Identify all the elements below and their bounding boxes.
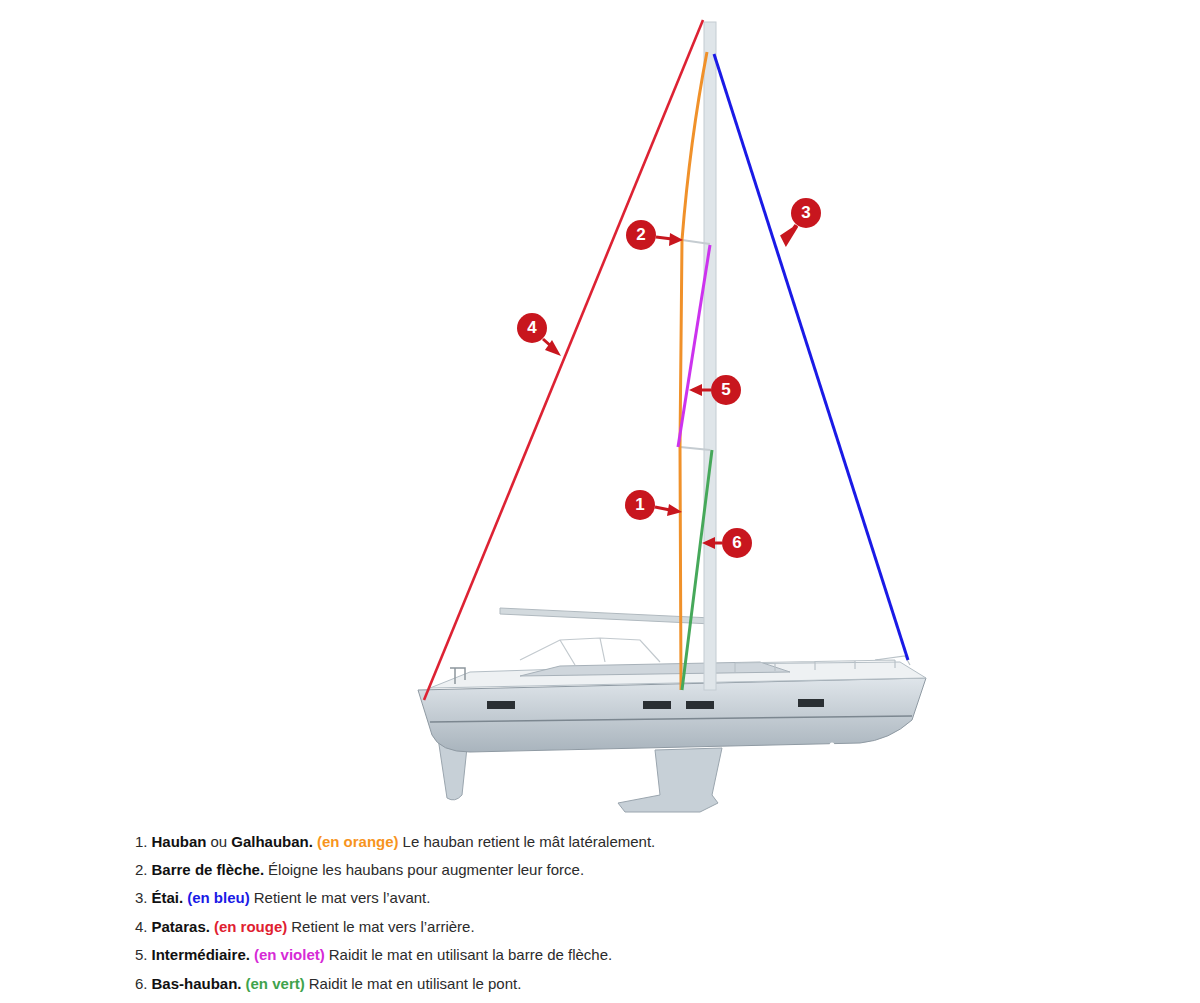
spreader (680, 447, 710, 450)
hull-window (798, 699, 824, 707)
hull (418, 678, 926, 752)
list-number: 4. (135, 918, 148, 935)
hull-window (643, 701, 671, 709)
forestay-line (714, 54, 908, 660)
part-name: Étai. (152, 889, 184, 906)
color-note: (en violet) (254, 946, 325, 963)
hull-light (830, 743, 835, 748)
list-item: 4.Pataras.(en rouge)Retient le mat vers … (135, 918, 479, 935)
callout-number: 2 (626, 220, 656, 250)
color-note: (en rouge) (214, 918, 287, 935)
keel (618, 748, 722, 812)
bimini-frame (520, 638, 660, 665)
list-number: 1. (135, 833, 148, 850)
list-number: 5. (135, 946, 148, 963)
mast (704, 22, 716, 690)
deck (430, 662, 926, 688)
guardrail (735, 656, 910, 672)
description: Le hauban retient le mât latéralement. (403, 833, 656, 850)
callout-number: 4 (517, 313, 547, 343)
cabin (520, 662, 790, 676)
color-note: (en bleu) (187, 889, 250, 906)
spreader (682, 240, 710, 244)
part-name: Hauban (152, 833, 207, 850)
part-name: Intermédiaire. (152, 946, 250, 963)
color-note: (en vert) (246, 975, 305, 992)
stern-pulpit (450, 668, 465, 684)
list-item: 1.HaubanouGalhauban.(en orange)Le hauban… (135, 833, 659, 850)
list-item: 2.Barre de flèche.Éloigne les haubans po… (135, 861, 588, 878)
hull-window (487, 701, 515, 709)
description: Retient le mat vers l’avant. (254, 889, 431, 906)
description: Raidit le mat en utilisant le pont. (309, 975, 522, 992)
color-note: (en orange) (317, 833, 399, 850)
list-number: 6. (135, 975, 148, 992)
description: Éloigne les haubans pour augmenter leur … (268, 861, 584, 878)
hull-stripe (430, 716, 912, 722)
list-item: 5.Intermédiaire.(en violet)Raidit le mat… (135, 946, 616, 963)
backstay-line (424, 20, 703, 700)
part-name: Pataras. (152, 918, 210, 935)
part-name: Bas-hauban. (152, 975, 242, 992)
intermediate-line (678, 245, 710, 447)
hull-window (686, 701, 714, 709)
list-item: 3.Étai.(en bleu)Retient le mat vers l’av… (135, 889, 434, 906)
list-item: 6.Bas-hauban.(en vert)Raidit le mat en u… (135, 975, 525, 992)
part-name: Galhauban. (231, 833, 313, 850)
description: Retient le mat vers l’arrière. (291, 918, 474, 935)
list-number: 2. (135, 861, 148, 878)
callout-number: 3 (791, 198, 821, 228)
callout-markers (517, 198, 821, 558)
description: ou (211, 833, 228, 850)
lower-shroud-line (682, 450, 712, 690)
list-number: 3. (135, 889, 148, 906)
part-name: Barre de flèche. (152, 861, 265, 878)
description: Raidit le mat en utilisant la barre de f… (329, 946, 612, 963)
callout-number: 6 (722, 528, 752, 558)
callout-number: 1 (625, 490, 655, 520)
callout-number: 5 (711, 375, 741, 405)
